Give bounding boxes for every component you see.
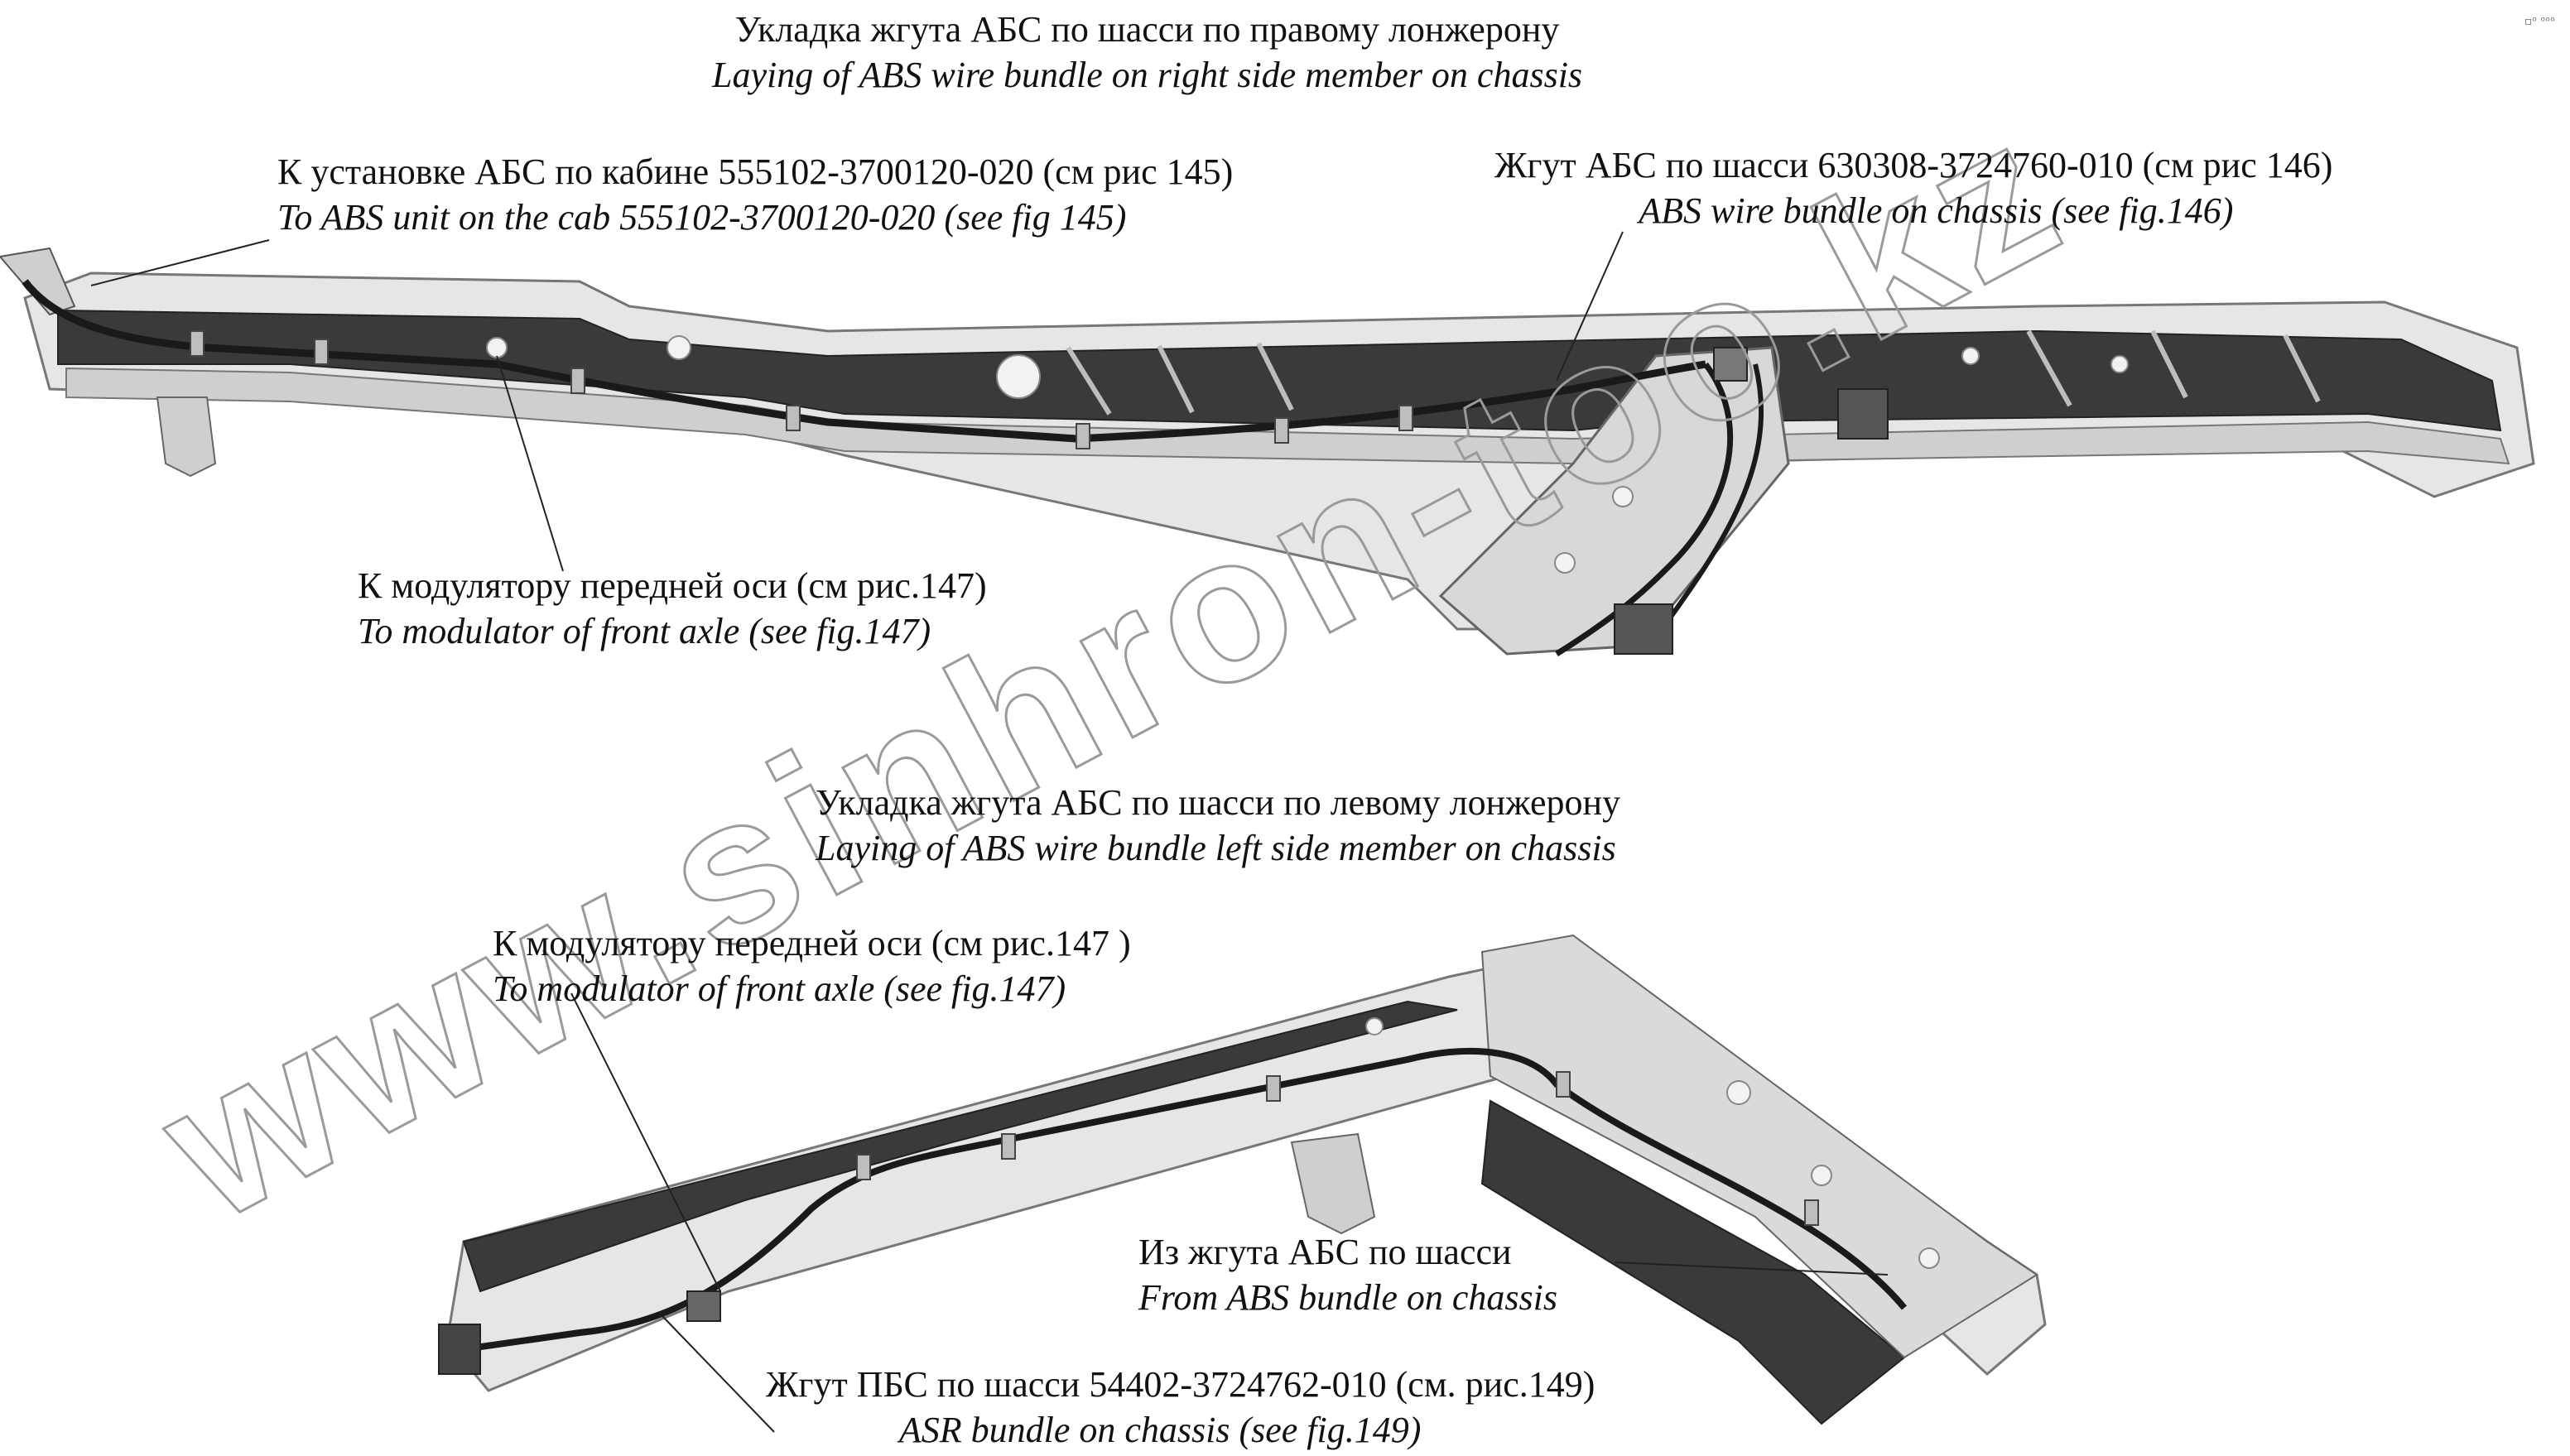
web-braces <box>1066 329 2321 416</box>
corner-mark: ▫ᵒ ᵒᵒᵒ <box>2524 15 2555 28</box>
left-side-member <box>438 934 2047 1425</box>
top-modulator-label-ru: К модулятору передней оси (см рис.147) <box>358 565 987 606</box>
right-side-member <box>0 247 2535 656</box>
from-bundle-label-ru: Из жгута АБС по шасси <box>1138 1232 1512 1272</box>
cab-label-ru: К установке АБС по кабине 555102-3700120… <box>277 151 1234 192</box>
bottom-modulator-label-ru: К модулятору передней оси (см рис.147 ) <box>493 923 1131 963</box>
cab-label: К установке АБС по кабине 555102-3700120… <box>277 149 1233 240</box>
left-mount <box>1290 1132 1376 1235</box>
asr-label-en: ASR bundle on chassis (see fig.149) <box>898 1410 1422 1450</box>
top-title-en: Laying of ABS wire bundle on right side … <box>712 55 1583 95</box>
right-member-web <box>57 309 2502 432</box>
asr-label: Жгут ПБС по шасси 54402-3724762-010 (см.… <box>766 1362 1595 1453</box>
chassis-label: Жгут АБС по шасси 630308-3724760-010 (см… <box>1494 142 2332 233</box>
bottom-title-en: Laying of ABS wire bundle left side memb… <box>816 828 1616 868</box>
bottom-modulator-label-en: To modulator of front axle (see fig.147) <box>493 968 1066 1009</box>
asr-label-ru: Жгут ПБС по шасси 54402-3724762-010 (см.… <box>766 1364 1595 1405</box>
chassis-label-ru: Жгут АБС по шасси 630308-3724760-010 (см… <box>1494 145 2333 185</box>
bottom-title: Укладка жгута АБС по шасси по левому лон… <box>816 780 1620 871</box>
left-member-web-rear <box>1480 1099 1906 1425</box>
bottom-modulator-label: К модулятору передней оси (см рис.147 ) … <box>493 920 1131 1012</box>
leader-lines <box>90 231 1889 1433</box>
from-bundle-label: Из жгута АБС по шасси From ABS bundle on… <box>1138 1229 1557 1320</box>
frame-holes <box>486 335 2129 574</box>
left-wire-clips <box>856 1071 1819 1226</box>
chassis-label-en: ABS wire bundle on chassis (see fig.146) <box>1639 190 2234 231</box>
top-title-ru: Укладка жгута АБС по шасси по правому ло… <box>734 9 1560 50</box>
right-abs-wire <box>22 279 1706 443</box>
left-abs-wire <box>463 1048 1908 1353</box>
cab-label-en: To ABS unit on the cab 555102-3700120-02… <box>277 197 1127 238</box>
front-mount <box>156 396 217 478</box>
right-abs-branch-1 <box>1555 362 1734 656</box>
wire-clips <box>190 330 1413 449</box>
top-modulator-label: К модулятору передней оси (см рис.147) T… <box>358 563 987 654</box>
right-abs-branch-2 <box>1653 363 1764 639</box>
left-modulator <box>438 1290 721 1375</box>
left-member-upright <box>1480 934 2038 1359</box>
abs-modulators-top <box>1614 347 1889 655</box>
top-title: Укладка жгута АБС по шасси по правому ло… <box>712 7 1582 98</box>
top-modulator-label-en: To modulator of front axle (see fig.147) <box>358 611 931 651</box>
bottom-title-ru: Укладка жгута АБС по шасси по левому лон… <box>816 782 1621 823</box>
left-holes <box>1365 1017 1940 1269</box>
left-member-web <box>462 1000 1458 1293</box>
from-bundle-label-en: From ABS bundle on chassis <box>1138 1277 1557 1318</box>
